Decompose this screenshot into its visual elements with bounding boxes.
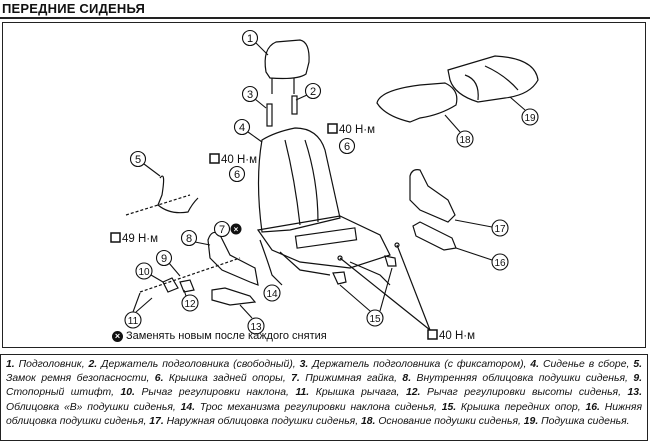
- callout-3: [241, 85, 267, 109]
- callout-19: [509, 96, 539, 126]
- callout-6b: [338, 137, 356, 155]
- replacement-note: × Заменять новым после каждого снятия: [112, 330, 327, 342]
- legend-item: 9. Стопорный штифт,: [6, 373, 642, 399]
- callout-11-label: 11: [128, 316, 139, 327]
- lower-cushion-trim: [412, 221, 457, 251]
- legend-item: 6. Крышка задней опоры,: [154, 373, 292, 385]
- callout-8-label: 8: [186, 233, 192, 245]
- callout-9: [155, 249, 181, 277]
- legend-item: 13. Облицовка «B» подушки сиденья,: [6, 387, 642, 413]
- callout-6a-label: 6: [234, 169, 240, 181]
- callout-3-label: 3: [247, 89, 253, 101]
- seat-cushion-base: [376, 82, 458, 123]
- callout-2: [295, 82, 322, 101]
- callout-7: [213, 220, 231, 238]
- torque-label-4: 40 Н·м: [439, 330, 475, 342]
- legend-item: 17. Наружная облицовка подушки сиденья,: [149, 415, 361, 427]
- legend-item: 12. Рычаг регулировки высоты сиденья,: [405, 387, 628, 399]
- legend-item: 5. Замок ремня безопасности,: [6, 359, 642, 385]
- callout-10-label: 10: [138, 267, 150, 278]
- legend-item: 2. Держатель подголовника (свободный),: [88, 359, 300, 370]
- title-rule: [0, 17, 650, 19]
- callout-17-label: 17: [494, 224, 506, 235]
- callout-10: [135, 262, 164, 283]
- seat-assembly: [256, 127, 391, 286]
- callout-15: [339, 267, 393, 327]
- page-title: ПЕРЕДНИЕ СИДЕНЬЯ: [2, 1, 146, 16]
- legend-item: 8. Внутренняя облицовка подушки сиденья,: [402, 373, 634, 385]
- torque-icon: [427, 329, 438, 340]
- callout-17: [454, 219, 509, 237]
- torque-label-1: 40 Н·м: [339, 124, 375, 136]
- legend-item: 18. Основание подушки сиденья,: [361, 415, 524, 427]
- lever-parts: [139, 257, 241, 293]
- callout-16: [455, 247, 509, 271]
- callout-12: [181, 289, 199, 312]
- callout-2-label: 2: [310, 86, 316, 98]
- legend-item: 1. Подголовник,: [6, 359, 89, 370]
- callout-13: [239, 304, 265, 335]
- callout-14: [263, 284, 281, 302]
- torque-icon: [209, 153, 220, 164]
- headrest-part: [264, 39, 310, 94]
- callout-8: [180, 229, 211, 247]
- svg-text:×: ×: [234, 225, 239, 234]
- torque-icon: [327, 123, 338, 134]
- callout-7-label: 7: [219, 224, 225, 236]
- legend-item: 4. Сиденье в сборе,: [530, 359, 634, 370]
- torque-label-3: 49 Н·м: [122, 233, 158, 245]
- legend-item: 10. Рычаг регулировки наклона,: [120, 387, 296, 399]
- seat-cushion: [447, 55, 539, 103]
- inner-cushion-trim: [207, 231, 259, 286]
- torque-icon: [110, 232, 121, 243]
- callout-15-label: 15: [369, 314, 381, 325]
- seat-belt-buckle: [125, 175, 199, 216]
- legend-item: 14. Трос механизма регулировки наклона с…: [180, 401, 442, 413]
- callout-1: [241, 29, 269, 56]
- callout-11: [124, 292, 153, 329]
- callout-13-label: 13: [250, 322, 262, 333]
- parts-legend: 1. Подголовник, 2. Держатель подголовник…: [0, 354, 648, 441]
- torque-label-2: 40 Н·м: [221, 154, 257, 166]
- callout-4-label: 4: [239, 122, 245, 134]
- callout-12-label: 12: [184, 299, 196, 310]
- callout-5: [129, 150, 161, 177]
- legend-item: 16. Нижняя облицовка подушки сиденья,: [6, 401, 642, 427]
- cushion-trim-b: [211, 287, 257, 306]
- callout-18: [444, 114, 474, 148]
- outer-cushion-trim: [409, 169, 456, 223]
- callout-18-label: 18: [459, 135, 471, 146]
- legend-item: 3. Держатель подголовника (с фиксатором)…: [299, 359, 531, 370]
- legend-item: 11. Крышка рычага,: [295, 387, 406, 399]
- callout-5-label: 5: [135, 154, 141, 166]
- callout-19-label: 19: [524, 113, 536, 124]
- replace-x-icon: ×: [112, 330, 123, 342]
- headrest-holders: [266, 95, 298, 127]
- diagram-frame: [2, 22, 646, 348]
- callout-1-label: 1: [247, 33, 253, 45]
- callout-4: [233, 118, 263, 143]
- replace-x-icon: ×: [230, 223, 242, 235]
- legend-item: 19. Подушка сиденья.: [523, 415, 630, 427]
- replacement-note-text: Заменять новым после каждого снятия: [126, 330, 327, 342]
- callout-14-label: 14: [266, 289, 278, 300]
- callout-9-label: 9: [161, 253, 167, 265]
- callout-16-label: 16: [494, 258, 506, 269]
- callout-6b-label: 6: [344, 141, 350, 153]
- legend-item: 7. Прижимная гайка,: [291, 373, 403, 385]
- callout-6a: [228, 165, 246, 183]
- recline-cable: [259, 239, 283, 286]
- legend-item: 15. Крышка передних опор,: [441, 401, 586, 413]
